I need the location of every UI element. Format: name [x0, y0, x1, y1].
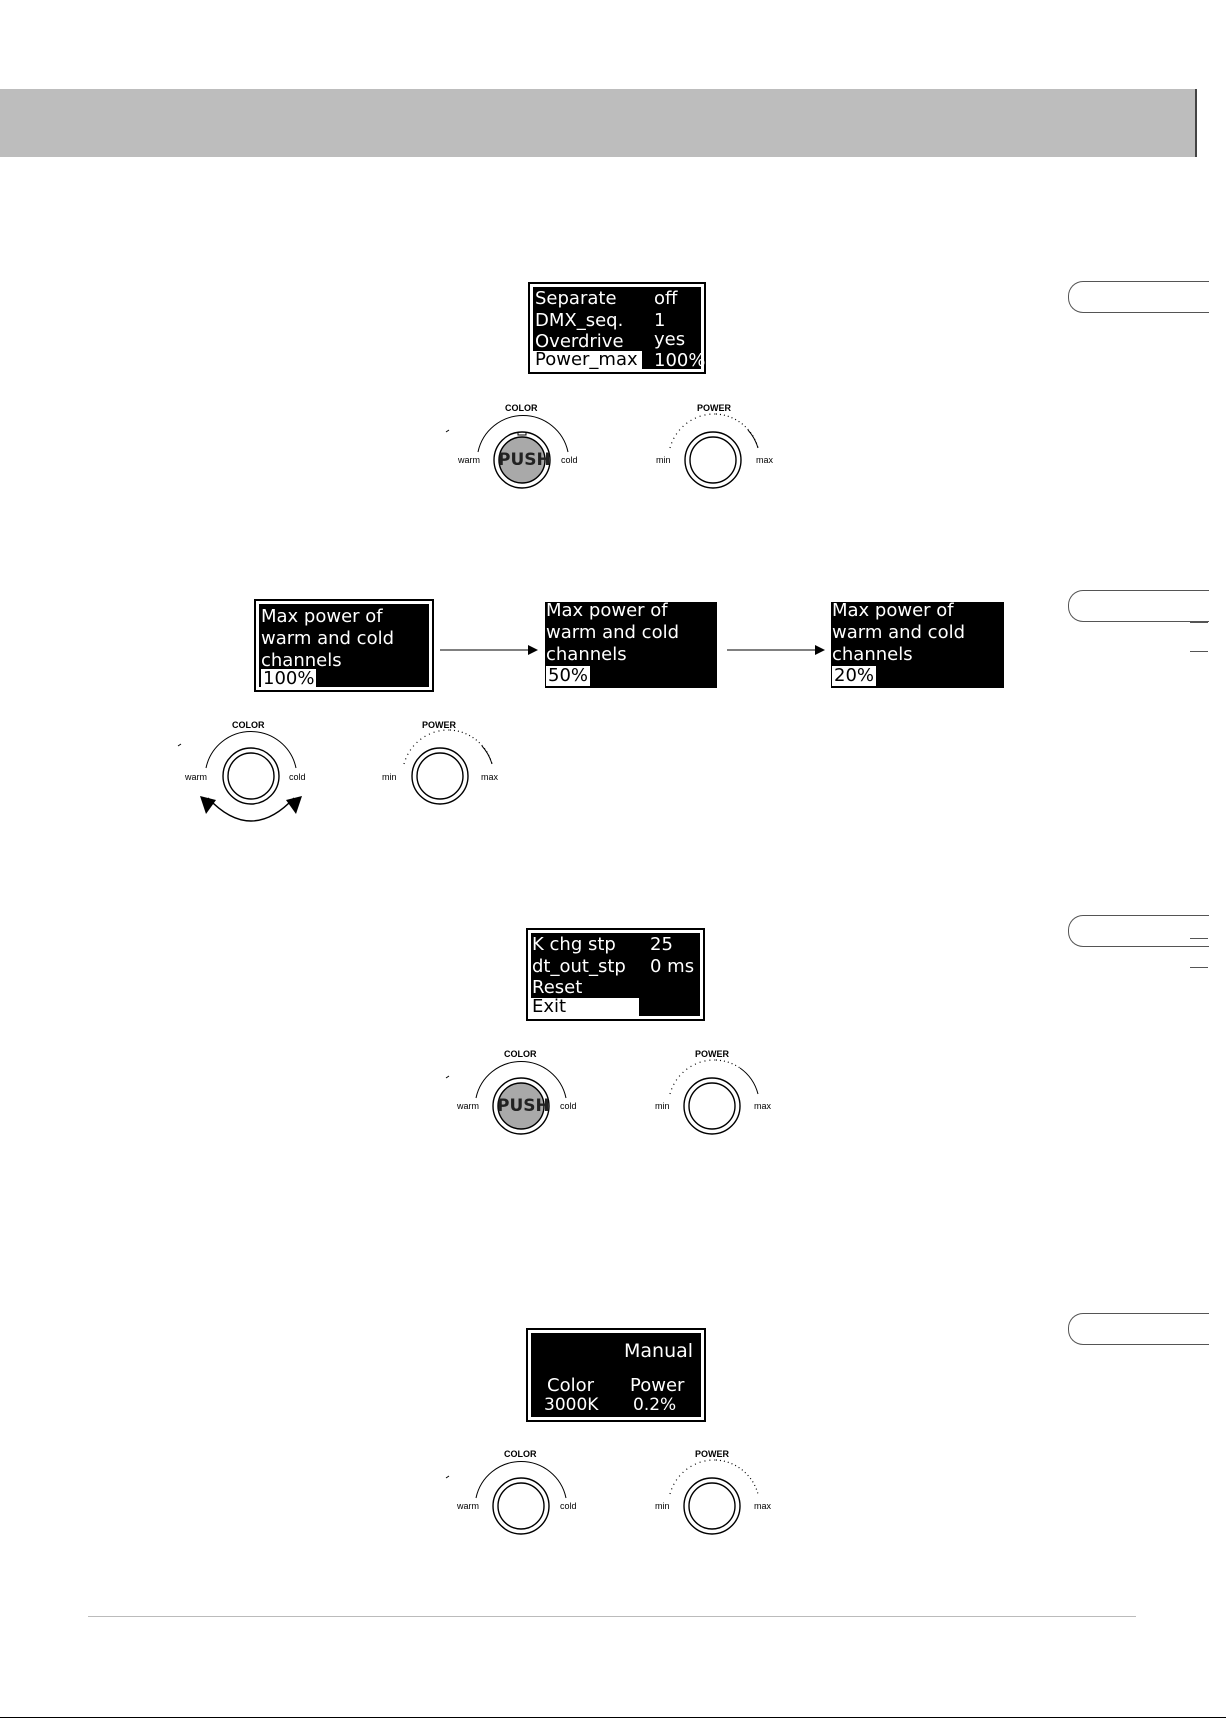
push-label: PUSH [497, 1096, 550, 1116]
knob-title-color: COLOR [505, 403, 538, 413]
power-knob[interactable] [640, 1046, 780, 1146]
lcd-value-selected: 100% [261, 668, 317, 689]
side-tab-2 [1068, 590, 1209, 622]
header-edge [1195, 89, 1197, 157]
menu-row-value: 0 ms [650, 956, 695, 977]
knob-title-color: COLOR [504, 1449, 537, 1459]
menu-row-label: DMX_seq. [535, 310, 624, 331]
arrow-right [440, 645, 538, 655]
side-tick [1190, 938, 1208, 939]
knob-title-power: POWER [695, 1449, 730, 1459]
power-knob[interactable] [640, 400, 780, 500]
lcd-line: Max power of [546, 600, 668, 621]
footer-rule [88, 1616, 1136, 1617]
menu-row-label: Overdrive [535, 331, 624, 352]
menu-row-value: off [654, 288, 678, 309]
lcd-line: Max power of [832, 600, 954, 621]
menu-row-label: K chg stp [532, 934, 616, 955]
color-value: 3000K [544, 1395, 599, 1415]
menu-row-value: 25 [650, 934, 673, 955]
side-tab-4 [1068, 1313, 1209, 1345]
lcd-settings: Separate off DMX_seq. 1 Overdrive yes Po… [528, 282, 706, 374]
power-label: Power [630, 1375, 685, 1396]
menu-row-label: dt_out_stp [532, 956, 626, 977]
lcd-line: warm and cold [546, 622, 680, 643]
side-tab-3 [1068, 915, 1209, 947]
menu-row-label-selected: Exit [531, 998, 639, 1017]
lcd-line: channels [546, 644, 627, 665]
knob-label-min: min [382, 772, 397, 782]
knob-label-max: max [754, 1501, 772, 1511]
color-knob[interactable] [440, 1446, 580, 1546]
knob-label-warm: warm [457, 1101, 479, 1111]
color-knob-push[interactable] [440, 400, 580, 500]
menu-row-value: 100% [654, 350, 706, 371]
knob-label-warm: warm [458, 455, 480, 465]
side-tab-1 [1068, 281, 1209, 313]
knob-label-cold: cold [561, 455, 578, 465]
lcd-max-power-3: Max power of warm and cold channels 20% [831, 602, 1004, 688]
knob-title-power: POWER [422, 720, 457, 730]
knob-label-warm: warm [457, 1501, 479, 1511]
header-band [0, 89, 1195, 157]
power-knob[interactable] [640, 1446, 780, 1546]
power-knob[interactable] [374, 716, 514, 816]
bottom-rule [0, 1717, 1226, 1718]
lcd-line: warm and cold [832, 622, 966, 643]
knob-label-warm: warm [185, 772, 207, 782]
knob-label-min: min [655, 1501, 670, 1511]
lcd-line: warm and cold [261, 628, 395, 649]
knob-label-min: min [655, 1101, 670, 1111]
lcd-extra-menu: K chg stp 25 dt_out_stp 0 ms Reset Exit [526, 928, 705, 1021]
knob-label-max: max [754, 1101, 772, 1111]
lcd-line: channels [832, 644, 913, 665]
knob-label-cold: cold [560, 1501, 577, 1511]
side-tick [1190, 622, 1208, 623]
knob-label-max: max [481, 772, 499, 782]
knob-label-cold: cold [560, 1101, 577, 1111]
arrow-right [727, 645, 825, 655]
menu-row-label: Reset [532, 977, 583, 998]
menu-row-value: 1 [654, 310, 666, 331]
knob-label-max: max [756, 455, 774, 465]
knob-label-min: min [656, 455, 671, 465]
knob-title-color: COLOR [232, 720, 265, 730]
menu-row-value: yes [654, 329, 686, 350]
mode-label: Manual [624, 1340, 694, 1362]
knob-title-color: COLOR [504, 1049, 537, 1059]
knob-title-power: POWER [697, 403, 732, 413]
menu-row-label-selected: Power_max [533, 351, 642, 370]
lcd-line: Max power of [261, 606, 383, 627]
lcd-max-power-2: Max power of warm and cold channels 50% [545, 602, 717, 688]
lcd-value-selected: 50% [546, 665, 591, 686]
lcd-max-power-1: Max power of warm and cold channels 100% [254, 599, 434, 692]
lcd-manual: Manual Color 3000K Power 0.2% [526, 1328, 706, 1422]
knob-label-cold: cold [289, 772, 306, 782]
lcd-value-selected: 20% [832, 665, 877, 686]
color-knob-push[interactable] [440, 1046, 580, 1146]
side-tick [1190, 651, 1208, 652]
menu-row-label: Separate [535, 288, 617, 309]
side-tick [1190, 967, 1208, 968]
knob-title-power: POWER [695, 1049, 730, 1059]
color-label: Color [547, 1375, 594, 1396]
color-knob-rotate[interactable] [176, 716, 316, 836]
side-tick [1190, 281, 1208, 282]
push-label: PUSH [498, 450, 551, 470]
power-value: 0.2% [633, 1395, 677, 1415]
lcd-line: channels [261, 650, 342, 671]
